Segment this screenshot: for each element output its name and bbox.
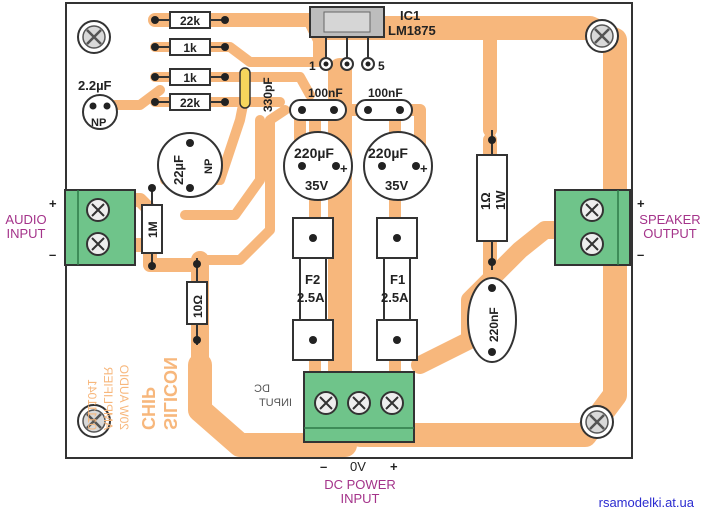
capacitor-220uf-b: 220µF 35V + <box>363 131 433 201</box>
capacitor-220uf-a-voltage: 35V <box>305 178 328 193</box>
watermark: rsamodelki.at.ua <box>598 495 694 510</box>
dc-power-input-label-line2: INPUT <box>340 491 380 506</box>
resistor-1ohm-value: 1Ω <box>478 192 493 210</box>
mounting-hole-bl <box>77 404 111 438</box>
audio-plus-sign: + <box>49 196 57 211</box>
dc-minus-sign: – <box>320 459 328 474</box>
resistor-10ohm-value: 10Ω <box>191 295 205 318</box>
dc-plus-sign: + <box>390 459 398 474</box>
speaker-output-label-line1: SPEAKER <box>639 212 701 227</box>
resistor-1k-b: 1k <box>151 68 229 86</box>
capacitor-330pf: 330pF <box>239 67 275 112</box>
capacitor-220uf-b-value: 220µF <box>368 145 408 161</box>
capacitor-22u-value: 22µF <box>171 155 186 185</box>
capacitor-100nf-b-value: 100nF <box>368 86 403 100</box>
fuse-f2-ref: F2 <box>305 272 320 287</box>
resistor-1ohm-1w: 1Ω 1W <box>476 130 508 270</box>
capacitor-2u2-np: NP <box>91 117 106 129</box>
mirrored-silkscreen-small: 20W AUDIO AMPLIFIER 01111041 <box>85 365 131 430</box>
mounting-hole-tl <box>77 20 111 54</box>
ic1-pin1-label: 1 <box>309 59 316 73</box>
speaker-minus-sign: – <box>637 247 645 262</box>
dc-input-label-line1: DC <box>254 383 270 395</box>
silk-line-2: SILICON <box>160 357 180 430</box>
silk-line-3: 20W AUDIO <box>117 365 131 430</box>
mounting-holes <box>77 19 619 439</box>
dc-0v-label: 0V <box>350 459 366 474</box>
capacitor-220uf-a-value: 220µF <box>294 145 334 161</box>
audio-input-label: AUDIO INPUT <box>2 213 50 241</box>
audio-minus-sign: – <box>49 247 57 262</box>
ic1-ref: IC1 <box>400 8 420 23</box>
fuse-f2-value: 2.5A <box>297 290 325 305</box>
fuse-f2: F2 2.5A <box>292 217 334 361</box>
resistor-1k-b-value: 1k <box>183 71 197 85</box>
capacitor-2u2-np: 2.2µF NP <box>78 78 118 130</box>
speaker-output-label-line2: OUTPUT <box>643 226 697 241</box>
resistor-1k-a-value: 1k <box>183 41 197 55</box>
capacitor-220uf-b-voltage: 35V <box>385 178 408 193</box>
ic1-lm1875: IC1 LM1875 1 3 5 <box>309 6 436 73</box>
resistor-22k-bottom: 22k <box>151 93 229 111</box>
capacitor-220uf-a: 220µF 35V + <box>283 131 353 201</box>
resistor-1m: 1M <box>141 184 163 270</box>
resistor-1m-value: 1M <box>146 221 160 238</box>
fuse-f1-ref: F1 <box>390 272 405 287</box>
resistor-22k-top: 22k <box>151 11 229 29</box>
capacitor-100nf-a-value: 100nF <box>308 86 343 100</box>
dc-input-label-line2: INPUT <box>259 397 292 409</box>
speaker-output-terminal <box>554 189 631 266</box>
dc-power-input-label-line1: DC POWER <box>324 477 396 492</box>
capacitor-2u2-value: 2.2µF <box>78 78 112 93</box>
capacitor-100nf-b: 100nF <box>355 86 413 121</box>
resistor-1ohm-rating: 1W <box>493 190 508 210</box>
fuse-f1-value: 2.5A <box>381 290 409 305</box>
capacitor-22u-np: 22µF NP <box>157 132 223 198</box>
audio-input-label-line2: INPUT <box>6 226 46 241</box>
audio-input-terminal <box>64 189 136 266</box>
capacitor-22u-np: NP <box>203 159 215 174</box>
mounting-hole-br <box>580 405 614 439</box>
capacitor-100nf-a: 100nF <box>289 86 347 121</box>
speaker-output-label: SPEAKER OUTPUT <box>638 213 702 241</box>
dc-power-input-label: DC POWER INPUT <box>300 478 420 506</box>
resistor-1k-a: 1k <box>151 38 229 56</box>
ic1-pin5-label: 5 <box>378 59 385 73</box>
fuse-f1: F1 2.5A <box>376 217 418 361</box>
silk-line-5: 01111041 <box>85 379 99 430</box>
speaker-plus-sign: + <box>637 196 645 211</box>
silk-line-4: AMPLIFIER <box>101 366 115 430</box>
mirrored-silkscreen: CHIP SILICON <box>138 357 180 430</box>
resistor-22k-top-value: 22k <box>180 14 200 28</box>
capacitor-220nf: 220nF <box>467 277 517 363</box>
capacitor-220uf-a-plus: + <box>340 161 348 176</box>
mounting-hole-tr <box>585 19 619 53</box>
audio-input-label-line1: AUDIO <box>5 212 47 227</box>
silk-line-1: CHIP <box>138 387 158 430</box>
ic1-part: LM1875 <box>388 23 436 38</box>
capacitor-220nf-value: 220nF <box>487 307 501 342</box>
ic1-pin3-label: 3 <box>343 51 344 53</box>
capacitor-220uf-b-plus: + <box>420 161 428 176</box>
resistor-22k-bottom-value: 22k <box>180 96 200 110</box>
resistor-10ohm: 10Ω <box>186 258 208 345</box>
capacitor-330pf-value: 330pF <box>261 77 275 112</box>
dc-power-terminal: DC INPUT <box>254 371 415 443</box>
